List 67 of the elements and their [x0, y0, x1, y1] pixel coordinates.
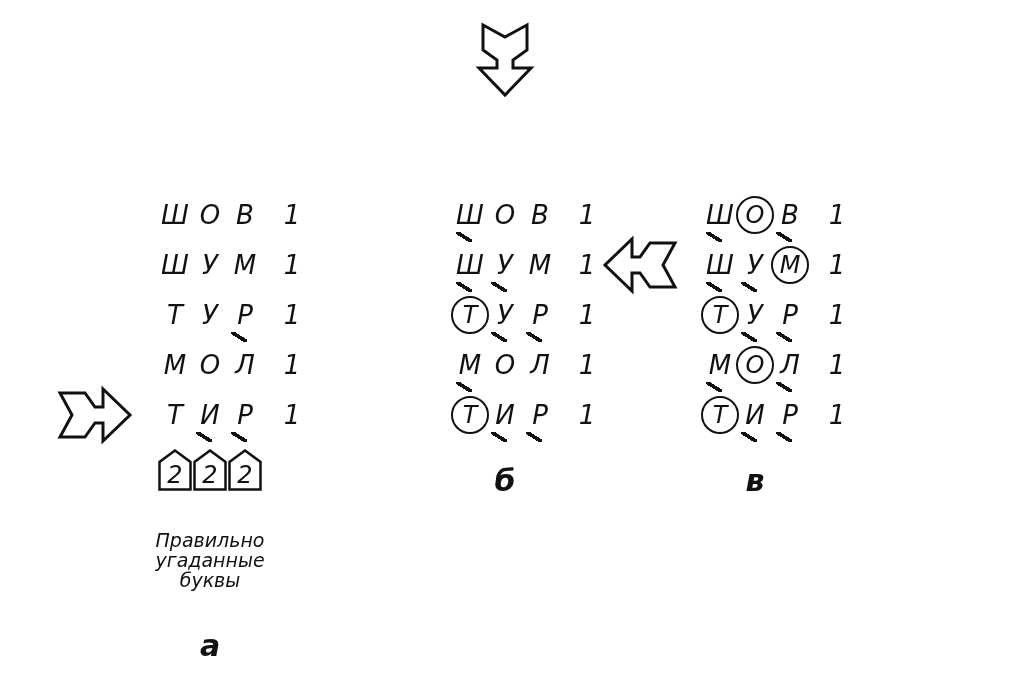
- count-number: 1: [828, 200, 846, 230]
- letter: О: [199, 350, 221, 380]
- count-number: 1: [828, 250, 846, 280]
- struck-letter: В: [781, 200, 799, 230]
- letter: В: [531, 200, 549, 230]
- letter: Ш: [161, 200, 189, 230]
- letter: У: [202, 300, 218, 330]
- panel-letter: в: [745, 462, 765, 498]
- letter: Ш: [161, 250, 189, 280]
- count-number: 1: [283, 250, 301, 280]
- struck-letter: У: [747, 300, 763, 330]
- letter: М: [528, 250, 552, 280]
- letter: В: [236, 200, 254, 230]
- letter: Т: [167, 400, 183, 430]
- struck-letter: М: [708, 350, 732, 380]
- count-number: 1: [283, 350, 301, 380]
- count-number: 1: [578, 250, 596, 280]
- struck-letter: У: [497, 250, 513, 280]
- struck-letter: У: [497, 300, 513, 330]
- panel-letter: б: [494, 462, 516, 498]
- count-number: 1: [283, 200, 301, 230]
- count-number: 1: [828, 350, 846, 380]
- letter: М: [233, 250, 257, 280]
- count-number: 1: [578, 300, 596, 330]
- letter: О: [494, 200, 516, 230]
- count-number: 1: [283, 400, 301, 430]
- circled-letter: М: [771, 246, 809, 284]
- letter: О: [494, 350, 516, 380]
- count-number: 1: [578, 400, 596, 430]
- struck-letter: И: [495, 400, 515, 430]
- circled-letter: Т: [701, 396, 739, 434]
- pentagon-marker: 2: [228, 449, 262, 491]
- count-number: 1: [828, 300, 846, 330]
- letter: У: [202, 250, 218, 280]
- letter: Т: [167, 300, 183, 330]
- struck-letter: Л: [780, 350, 800, 380]
- struck-letter: Р: [782, 300, 798, 330]
- letter: О: [199, 200, 221, 230]
- letter: Л: [530, 350, 550, 380]
- count-number: 1: [578, 200, 596, 230]
- pentagon-marker: 2: [193, 449, 227, 491]
- circled-letter: Т: [701, 296, 739, 334]
- letter: М: [163, 350, 187, 380]
- circled-letter: Т: [451, 296, 489, 334]
- struck-letter: Ш: [706, 250, 734, 280]
- circled-letter: О: [736, 346, 774, 384]
- struck-letter: И: [200, 400, 220, 430]
- panel-letter: а: [199, 627, 221, 663]
- struck-letter: М: [458, 350, 482, 380]
- count-number: 1: [283, 300, 301, 330]
- struck-letter: Р: [782, 400, 798, 430]
- circled-letter: О: [736, 196, 774, 234]
- count-number: 1: [828, 400, 846, 430]
- struck-letter: Ш: [456, 250, 484, 280]
- struck-letter: Ш: [706, 200, 734, 230]
- struck-letter: Ш: [456, 200, 484, 230]
- pentagon-marker: 2: [158, 449, 192, 491]
- struck-letter: И: [745, 400, 765, 430]
- caption-text: Правильно угаданные буквы: [154, 530, 266, 590]
- letter: Л: [235, 350, 255, 380]
- struck-letter: Р: [532, 400, 548, 430]
- struck-letter: Р: [237, 300, 253, 330]
- count-number: 1: [578, 350, 596, 380]
- struck-letter: Р: [237, 400, 253, 430]
- struck-letter: У: [747, 250, 763, 280]
- circled-letter: Т: [451, 396, 489, 434]
- struck-letter: Р: [532, 300, 548, 330]
